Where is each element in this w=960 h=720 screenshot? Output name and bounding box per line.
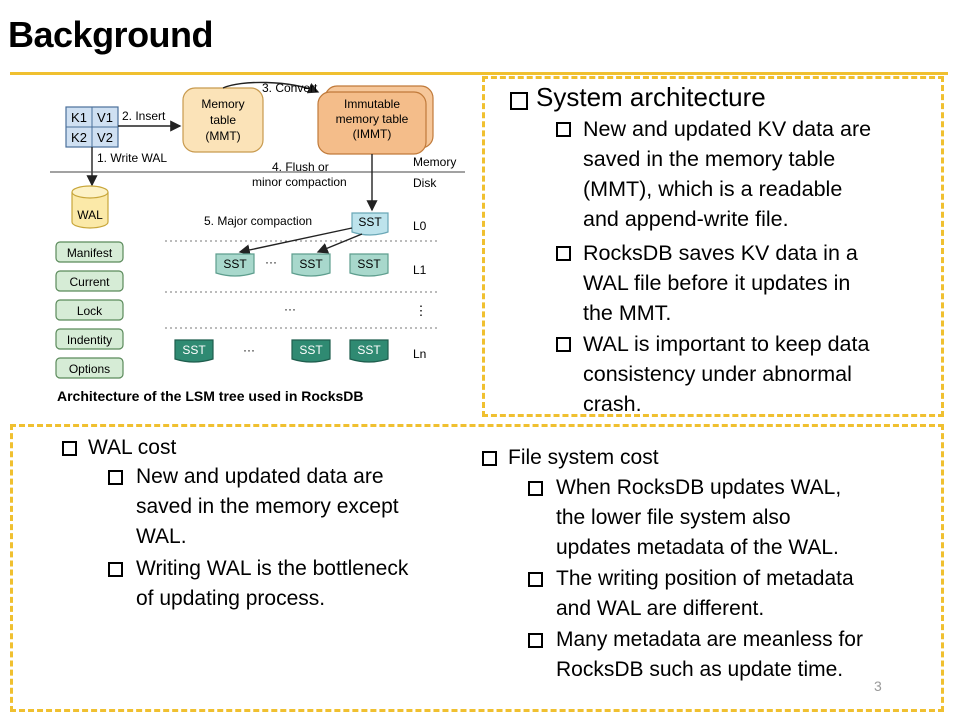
bullet-square-icon [556,246,571,261]
sst-l0 [351,212,389,236]
ellipsis: ··· [243,343,255,357]
file-options: Options [69,362,110,376]
major-compaction-arrow [238,227,353,256]
wal-cost-item-1: New and updated data are saved in the me… [108,462,399,552]
fs-cost-item-3: Many metadata are meanless for RocksDB s… [528,625,863,685]
level-ln: Ln [413,347,426,361]
sst-l1-2-label: SST [299,257,323,271]
sst-ln-1-label: SST [182,343,206,357]
sst-l1-1 [215,253,255,277]
bullet-square-icon [62,441,77,456]
costs-box [10,424,944,712]
arch-heading: System architecture [510,82,766,112]
arch-item-2: RocksDB saves KV data in a WAL file befo… [556,238,858,328]
title-divider [10,72,948,75]
bullet-square-icon [528,633,543,648]
sst-ln-2-label: SST [299,343,323,357]
memory-table-mmt: Memory table (MMT) [182,87,264,153]
sst-l1-3-label: SST [357,257,381,271]
step-convert-label: 3. Convert [262,81,318,95]
sst-l1-1-label: SST [223,257,247,271]
figure-caption: Architecture of the LSM tree used in Roc… [57,388,364,404]
sst-ln-2 [291,339,331,363]
sst-ln-3 [349,339,389,363]
bullet-square-icon [510,92,528,110]
bullet-square-icon [108,562,123,577]
sst-l1-3 [349,253,389,277]
bullet-square-icon [528,481,543,496]
wal-cylinder-icon: WAL [71,185,109,229]
file-manifest: Manifest [67,246,113,260]
fs-cost-item-1: When RocksDB updates WAL, the lower file… [528,473,841,563]
major-compaction-arrow [316,233,363,254]
bullet-square-icon [482,451,497,466]
bullet-square-icon [556,122,571,137]
wal-cost-item-2: Writing WAL is the bottleneck of updatin… [108,554,408,614]
step-flush-line-1: 4. Flush or [272,160,329,174]
file-lock: Lock [77,304,103,318]
immutable-memory-table: Immutable memory table (IMMT) [317,85,434,155]
fs-cost-heading: File system cost [482,443,659,473]
bullet-square-icon [556,337,571,352]
step-flush-line-2: minor compaction [252,175,347,189]
page-number: 3 [874,678,882,694]
lsm-architecture-figure: K1 V1 K2 V2 2. Insert Memory table (MMT)… [50,81,465,379]
level-l0: L0 [413,219,427,233]
ellipsis: ··· [284,302,296,316]
file-identity: Indentity [67,333,112,347]
immt-line-3: (IMMT) [353,127,392,141]
arch-item-1: New and updated KV data are saved in the… [556,114,871,234]
disk-label: Disk [413,176,437,190]
kv-key-1: K1 [71,110,87,125]
step-major-label: 5. Major compaction [204,214,312,228]
mmt-line-1: Memory [201,97,244,111]
sst-l1-2 [291,253,331,277]
mmt-line-2: table [210,113,236,127]
mmt-line-3: (MMT) [205,129,240,143]
convert-arrow [222,81,320,94]
ellipsis: ··· [265,255,277,269]
kv-value-2: V2 [97,130,113,145]
sst-ln-1 [174,339,214,363]
bullet-square-icon [108,470,123,485]
immt-line-1: Immutable [344,97,400,111]
vertical-ellipsis: ⋮ [415,303,428,318]
sst-ln-3-label: SST [357,343,381,357]
immt-line-2: memory table [336,112,409,126]
kv-value-1: V1 [97,110,113,125]
arch-item-3: WAL is important to keep data consistenc… [556,329,869,419]
bullet-square-icon [528,572,543,587]
step-write-wal-label: 1. Write WAL [97,151,167,165]
fs-cost-item-2: The writing position of metadata and WAL… [528,564,854,624]
page-title: Background [8,14,214,55]
kv-table: K1 V1 K2 V2 [65,106,119,148]
system-architecture-box [482,76,944,417]
level-l1: L1 [413,263,427,277]
file-current: Current [69,275,110,289]
metadata-files: Manifest Current Lock Indentity Options [55,241,124,379]
step-insert-label: 2. Insert [122,109,166,123]
kv-key-2: K2 [71,130,87,145]
wal-cost-heading: WAL cost [62,433,176,463]
wal-label: WAL [77,208,103,222]
memory-label: Memory [413,155,456,169]
sst-l0-label: SST [358,215,382,229]
